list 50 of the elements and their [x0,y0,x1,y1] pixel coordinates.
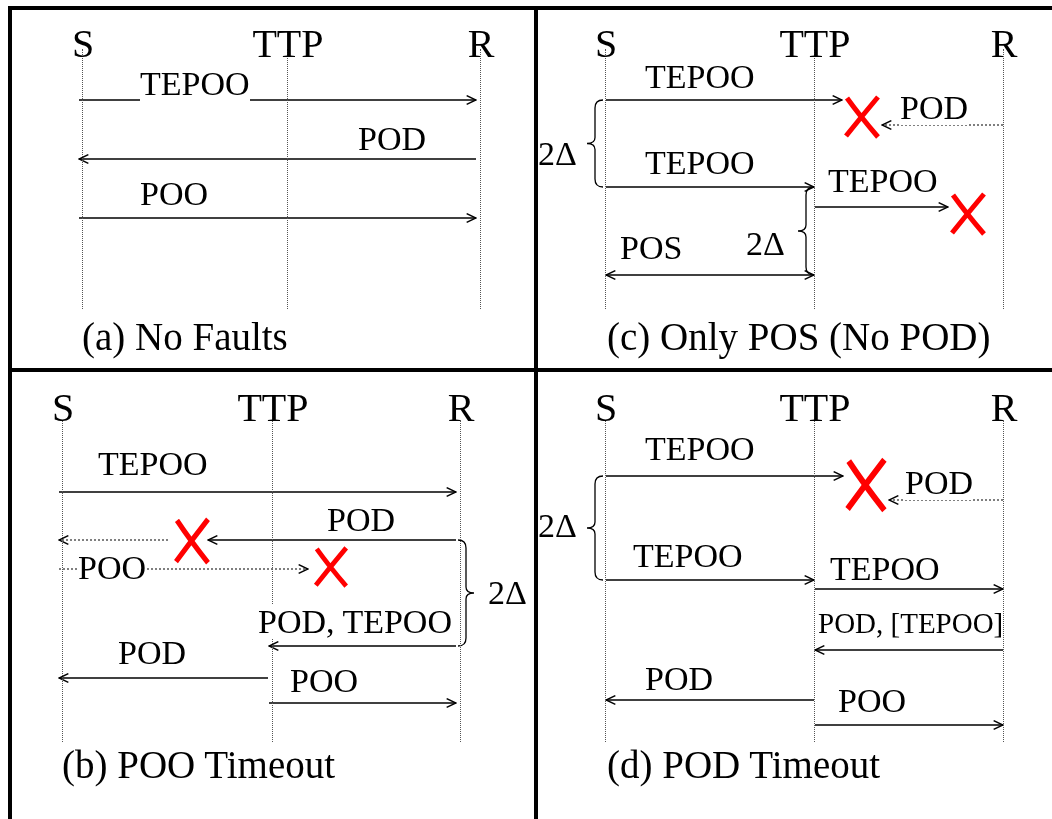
message-arrow [605,181,815,193]
interval-label: 2Δ [538,137,577,171]
participant-label: R [467,24,495,64]
message-arrow [268,640,457,652]
participant-label: R [990,388,1018,428]
message-arrow [268,697,457,709]
message-arrow [58,486,457,498]
lifeline [460,420,462,742]
message-arrow [58,534,169,546]
interval-label: 2Δ [488,576,527,610]
message-arrow [207,534,457,546]
lifeline [1003,49,1005,309]
message-arrow [814,644,1004,656]
participant-label: TTP [779,24,851,64]
message-arrow [814,201,949,213]
message-arrow [814,719,1004,731]
cross-mark [312,545,350,589]
message-arrow [888,494,1004,506]
message-arrow [605,94,843,106]
lifeline [605,420,607,742]
message-arrow [605,694,815,706]
message-arrow [814,583,1004,595]
participant-label: S [71,24,95,64]
participant-label: R [990,24,1018,64]
participant-label: TTP [252,24,324,64]
participant-label: TTP [779,388,851,428]
cross-mark [843,456,889,514]
lifeline [605,49,607,309]
interval-label: 2Δ [538,509,577,543]
edge-label: POD, TEPOO [258,605,452,639]
message-arrow [605,470,844,482]
message-arrow [58,672,269,684]
lifeline [480,49,482,309]
participant-label: R [447,388,475,428]
participant-label: S [594,24,618,64]
message-arrow [78,212,477,224]
lifeline [82,49,84,309]
participant-label: TTP [237,388,309,428]
lifeline [814,420,816,742]
participant-label: S [594,388,618,428]
message-arrow [78,153,477,165]
message-arrow [881,119,1004,131]
interval-label: 2Δ [746,227,785,261]
cross-mark [842,94,882,140]
message-arrow [605,269,815,281]
participant-label: S [51,388,75,428]
cross-mark [948,191,988,237]
message-arrow [605,574,815,586]
lifeline [62,420,64,742]
cross-mark [172,516,212,566]
